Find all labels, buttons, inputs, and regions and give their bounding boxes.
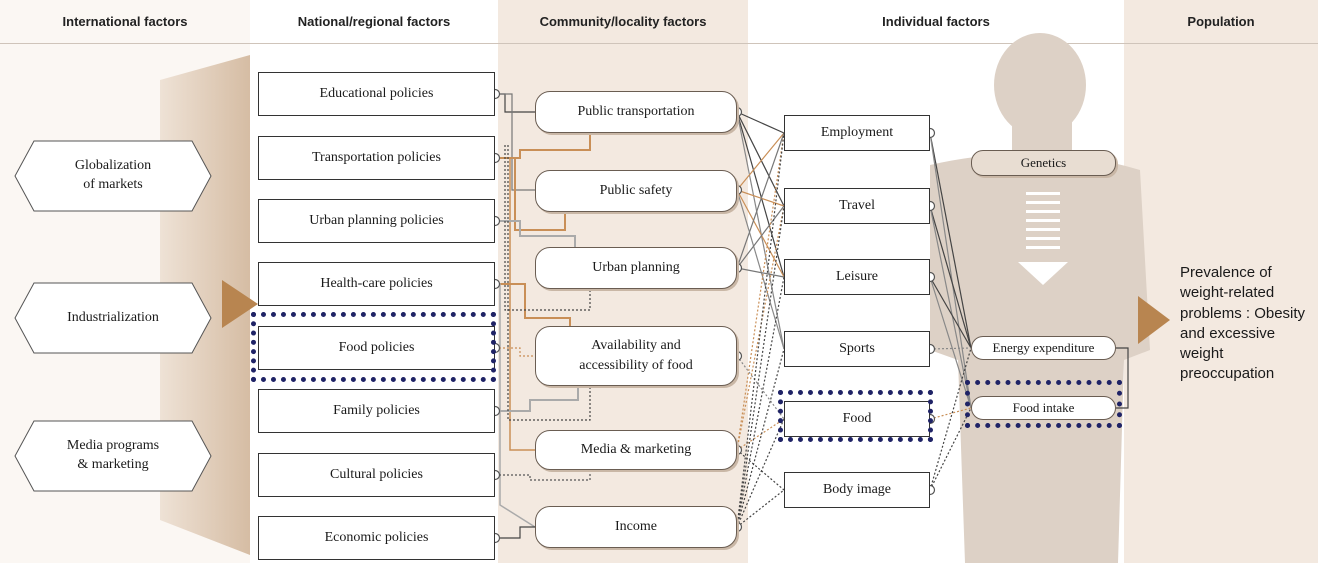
box-cultural-policies: Cultural policies xyxy=(258,453,495,497)
pill-availability-food: Availability and accessibility of food xyxy=(535,326,737,386)
box-educational-policies: Educational policies xyxy=(258,72,495,116)
link-food-intake xyxy=(929,407,972,420)
link-transport-income xyxy=(495,157,535,451)
link-dotted-urban xyxy=(504,145,591,311)
arrow-to-population-icon xyxy=(1138,296,1170,344)
link-to-energy xyxy=(929,205,972,349)
link-community-individual xyxy=(736,111,785,207)
link-body-energy xyxy=(929,347,972,491)
box-health-care-policies: Health-care policies xyxy=(258,262,495,306)
population-prevalence-text: Prevalence of weight-related problems : … xyxy=(1180,264,1306,383)
link-urban xyxy=(495,220,576,247)
header-individual: Individual factors xyxy=(882,14,990,29)
link-community-individual xyxy=(736,189,785,278)
header-international: International factors xyxy=(62,14,188,29)
pill-public-safety: Public safety xyxy=(535,170,737,212)
box-body-image: Body image xyxy=(784,472,930,508)
link-to-energy xyxy=(929,132,972,349)
box-economic-policies: Economic policies xyxy=(258,516,495,560)
link-community-individual xyxy=(736,111,785,350)
hex-media-programs: Media programs & marketing xyxy=(14,420,212,492)
link-family xyxy=(495,386,579,412)
hex-industrialization: Industrialization xyxy=(14,282,212,354)
link-community-individual xyxy=(736,418,785,528)
link-community-individual xyxy=(736,348,785,528)
link-educational xyxy=(495,93,535,113)
link-bracket xyxy=(1116,347,1129,409)
pill-public-transportation: Public transportation xyxy=(535,91,737,133)
link-community-individual xyxy=(736,418,785,451)
pill-media-marketing: Media & marketing xyxy=(535,430,737,470)
link-to-intake xyxy=(929,276,972,409)
silhouette-icon xyxy=(930,33,1150,563)
header-national: National/regional factors xyxy=(297,14,451,29)
box-leisure: Leisure xyxy=(784,259,930,295)
header-community: Community/locality factors xyxy=(539,14,707,29)
pill-urban-planning: Urban planning xyxy=(535,247,737,289)
arrow-to-national-icon xyxy=(222,280,258,328)
highlight-food-policies xyxy=(251,312,496,382)
link-community-individual xyxy=(736,267,785,278)
box-sports: Sports xyxy=(784,331,930,367)
link-cultural xyxy=(495,470,591,481)
box-family-policies: Family policies xyxy=(258,389,495,433)
link-community-individual xyxy=(736,111,785,134)
link-to-intake xyxy=(929,205,972,409)
link-community-individual xyxy=(736,189,785,350)
link-community-individual xyxy=(736,205,785,269)
pill-genetics: Genetics xyxy=(971,150,1116,176)
hex-globalization: Globalization of markets xyxy=(14,140,212,212)
pill-energy-expenditure: Energy expenditure xyxy=(971,336,1116,360)
link-dotted-food xyxy=(507,145,591,421)
genetics-arrow-icon xyxy=(1018,192,1068,285)
link-economic xyxy=(495,526,535,539)
link-educational-safety xyxy=(495,93,535,191)
link-to-energy xyxy=(929,276,972,349)
box-transportation-policies: Transportation policies xyxy=(258,136,495,180)
box-urban-planning-policies: Urban planning policies xyxy=(258,199,495,243)
header-divider xyxy=(0,43,1318,44)
pill-income: Income xyxy=(535,506,737,548)
header-population: Population xyxy=(1187,14,1255,29)
box-food-policies: Food policies xyxy=(258,326,495,370)
link-food-policy xyxy=(495,347,535,357)
link-sports-energy xyxy=(929,347,972,350)
link-community-individual xyxy=(736,132,785,451)
link-community-individual xyxy=(736,489,785,528)
link-community-individual xyxy=(736,132,785,191)
link-community-individual xyxy=(736,189,785,207)
box-employment: Employment xyxy=(784,115,930,151)
population-column-bg xyxy=(1124,0,1318,563)
highlight-food xyxy=(778,390,933,442)
link-body-intake xyxy=(929,407,972,491)
box-travel: Travel xyxy=(784,188,930,224)
link-to-intake xyxy=(929,132,972,409)
link-community-individual xyxy=(736,132,785,269)
link-community-individual xyxy=(736,355,785,420)
highlight-food-intake xyxy=(965,380,1122,428)
link-health xyxy=(495,283,571,326)
pill-food-intake: Food intake xyxy=(971,396,1116,420)
